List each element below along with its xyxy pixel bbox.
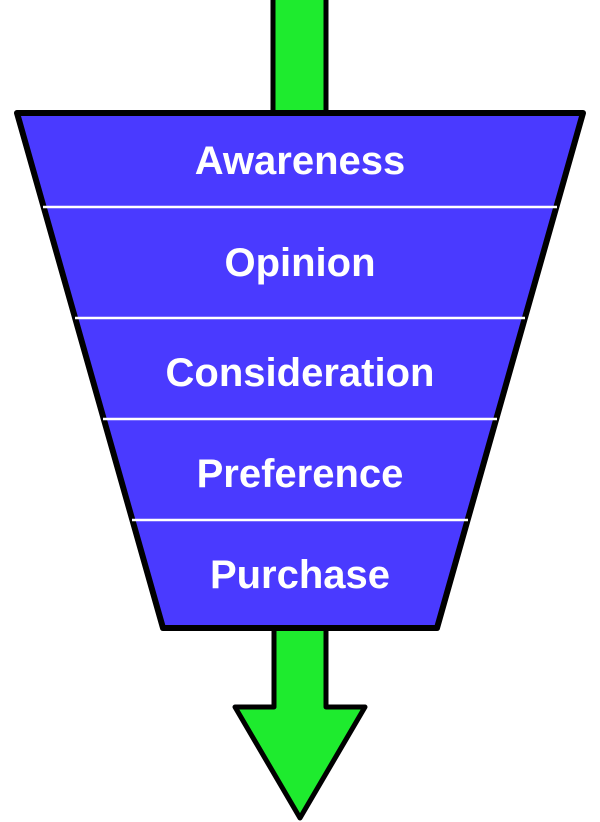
input-arrow-shaft: [270, 0, 329, 118]
funnel-body: [14, 110, 586, 631]
stage-label-opinion: Opinion: [224, 241, 375, 285]
output-arrow: [232, 617, 368, 821]
stage-label-consideration: Consideration: [166, 351, 435, 395]
stage-label-awareness: Awareness: [195, 139, 406, 183]
stage-label-purchase: Purchase: [210, 553, 390, 597]
stage-label-preference: Preference: [197, 452, 404, 496]
